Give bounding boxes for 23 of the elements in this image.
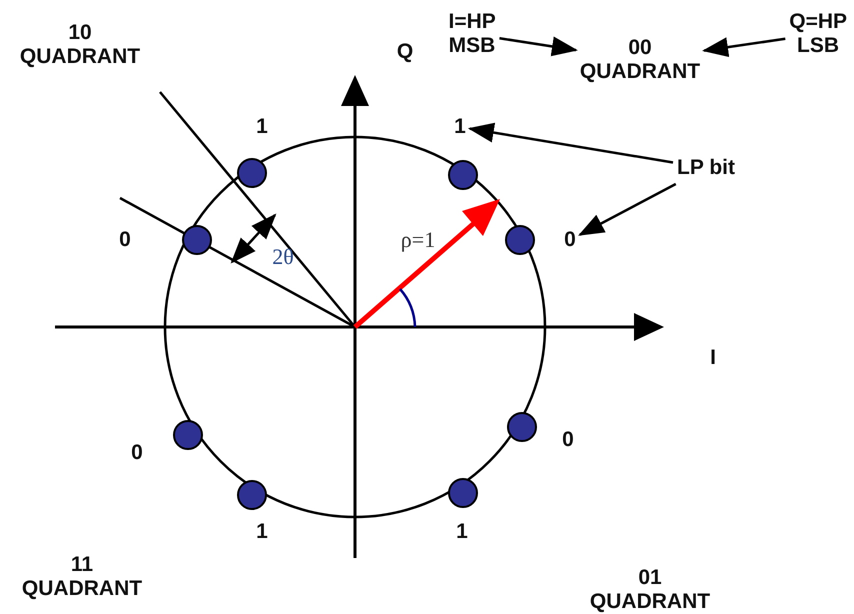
bit-label: 0 — [119, 228, 131, 252]
bit-label: 0 — [562, 428, 574, 452]
arrow — [702, 37, 786, 58]
bit-label: 1 — [256, 115, 268, 139]
magnitude-label: ρ=1 — [400, 228, 436, 252]
quadrant-label: 01 QUADRANT — [590, 566, 710, 614]
bit-label: 0 — [131, 441, 143, 465]
quadrant-label: 11 QUADRANT — [22, 553, 142, 601]
angle-label: 2θ — [272, 245, 294, 269]
node-label: 00 QUADRANT — [580, 36, 700, 84]
bit-label: 0 — [564, 228, 576, 252]
arrow — [578, 182, 676, 236]
node-label: LP bit — [677, 156, 735, 180]
quadrant-label: 10 QUADRANT — [20, 21, 140, 69]
node-label: Q=HP LSB — [789, 10, 847, 58]
axis-label: I — [710, 346, 716, 370]
arrow — [499, 36, 578, 56]
bit-label: 1 — [256, 520, 268, 544]
arrow — [468, 122, 674, 164]
bit-label: 1 — [454, 115, 466, 139]
node-label: I=HP MSB — [448, 10, 496, 58]
bit-label: 1 — [456, 520, 468, 544]
axis-label: Q — [396, 40, 414, 64]
